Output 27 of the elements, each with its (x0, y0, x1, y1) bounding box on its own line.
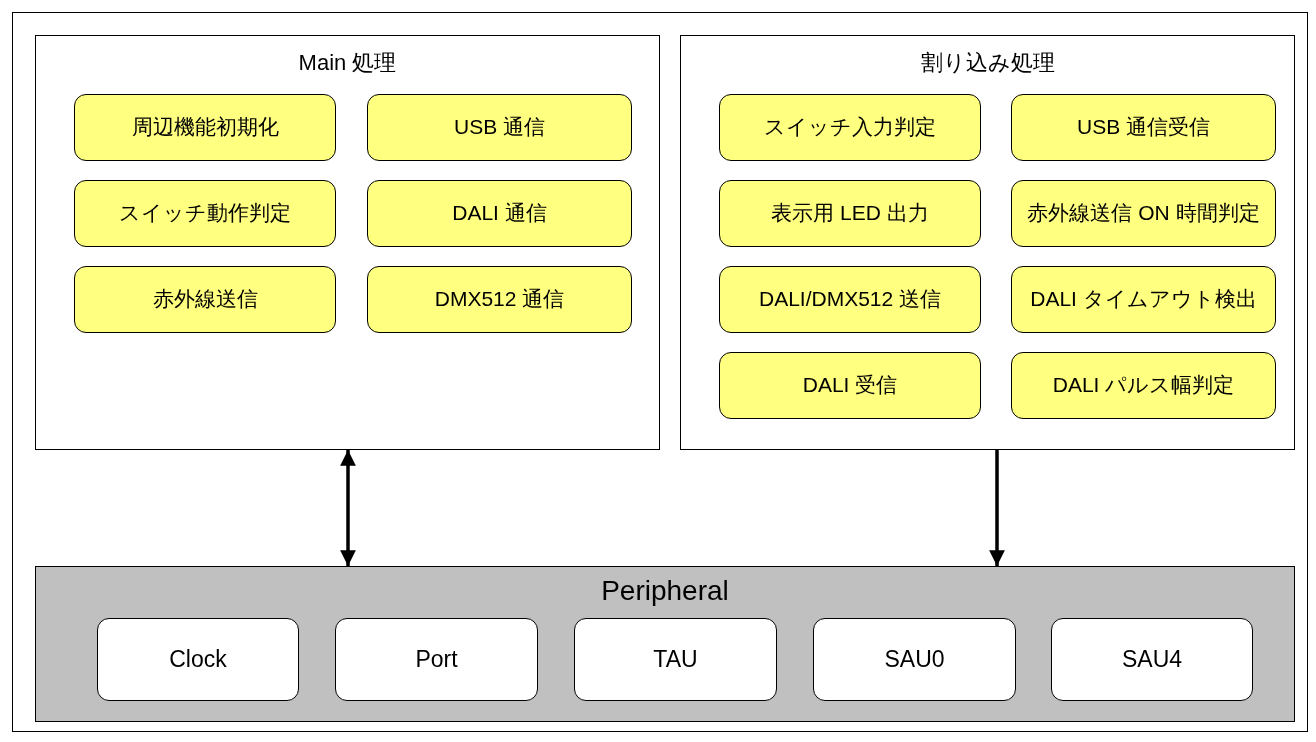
peripheral-band (35, 566, 1295, 722)
process-box: DALI 受信 (719, 352, 981, 419)
process-box: 周辺機能初期化 (74, 94, 336, 161)
process-box: USB 通信受信 (1011, 94, 1276, 161)
module-box: SAU0 (813, 618, 1016, 701)
panel-title: 割り込み処理 (919, 49, 1056, 77)
arrow (989, 450, 1005, 566)
process-box: 赤外線送信 ON 時間判定 (1011, 180, 1276, 247)
arrow (340, 450, 356, 566)
module-box: TAU (574, 618, 777, 701)
process-group-panel (680, 35, 1295, 450)
process-box: DALI/DMX512 送信 (719, 266, 981, 333)
module-box: SAU4 (1051, 618, 1253, 701)
process-box: DALI 通信 (367, 180, 632, 247)
process-box: スイッチ動作判定 (74, 180, 336, 247)
module-box: Port (335, 618, 538, 701)
process-box: 赤外線送信 (74, 266, 336, 333)
process-box: USB 通信 (367, 94, 632, 161)
process-group-panel (35, 35, 660, 450)
process-box: 表示用 LED 出力 (719, 180, 981, 247)
process-box: DALI タイムアウト検出 (1011, 266, 1276, 333)
panel-title: Main 処理 (297, 49, 398, 77)
module-box: Clock (97, 618, 299, 701)
process-box: DALI パルス幅判定 (1011, 352, 1276, 419)
process-box: DMX512 通信 (367, 266, 632, 333)
process-box: スイッチ入力判定 (719, 94, 981, 161)
panel-title: Peripheral (600, 575, 730, 607)
